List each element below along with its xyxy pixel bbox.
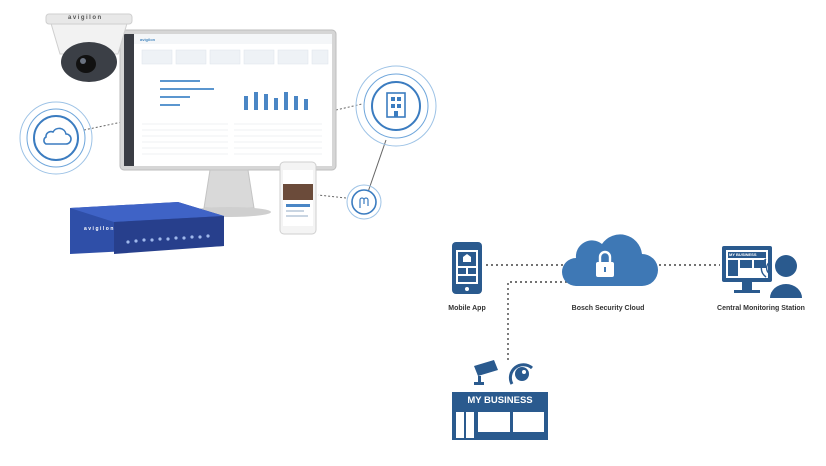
connector-building-to-monitor [335, 103, 363, 111]
cloud-lock-icon [562, 234, 658, 286]
nvr-box [70, 202, 224, 254]
mobile-app-label: Mobile App [448, 305, 486, 312]
cloud-circle-icon [19, 101, 93, 175]
connector-touch-to-phone [317, 194, 347, 199]
cloud-diagram [452, 234, 802, 440]
camera-logo: avigilon [68, 15, 103, 21]
building-circle-icon [355, 65, 437, 147]
dome-camera-icon [508, 363, 533, 385]
business-sign: MY BUSINESS [467, 395, 533, 406]
connector-building-to-touch [367, 139, 387, 193]
smartphone-device [279, 161, 317, 235]
touch-circle-icon [346, 184, 382, 220]
desktop-monitor [119, 29, 337, 217]
bullet-camera-icon [474, 360, 498, 385]
smartphone-icon [452, 242, 482, 294]
monitoring-screen-text: MY BUSINESS [729, 252, 757, 257]
dashboard-logo: avigilon [140, 37, 156, 42]
link-business-cloud [507, 281, 574, 360]
storefront-icon [452, 392, 548, 440]
dome-camera [45, 13, 133, 82]
product-illustration [19, 13, 437, 254]
connector-cloud-to-monitor [83, 121, 123, 131]
nvr-logo: avigilon [84, 226, 115, 232]
cloud-label: Bosch Security Cloud [571, 305, 645, 312]
monitoring-agent-icon [722, 246, 802, 298]
monitoring-label: Central Monitoring Station [717, 305, 805, 312]
